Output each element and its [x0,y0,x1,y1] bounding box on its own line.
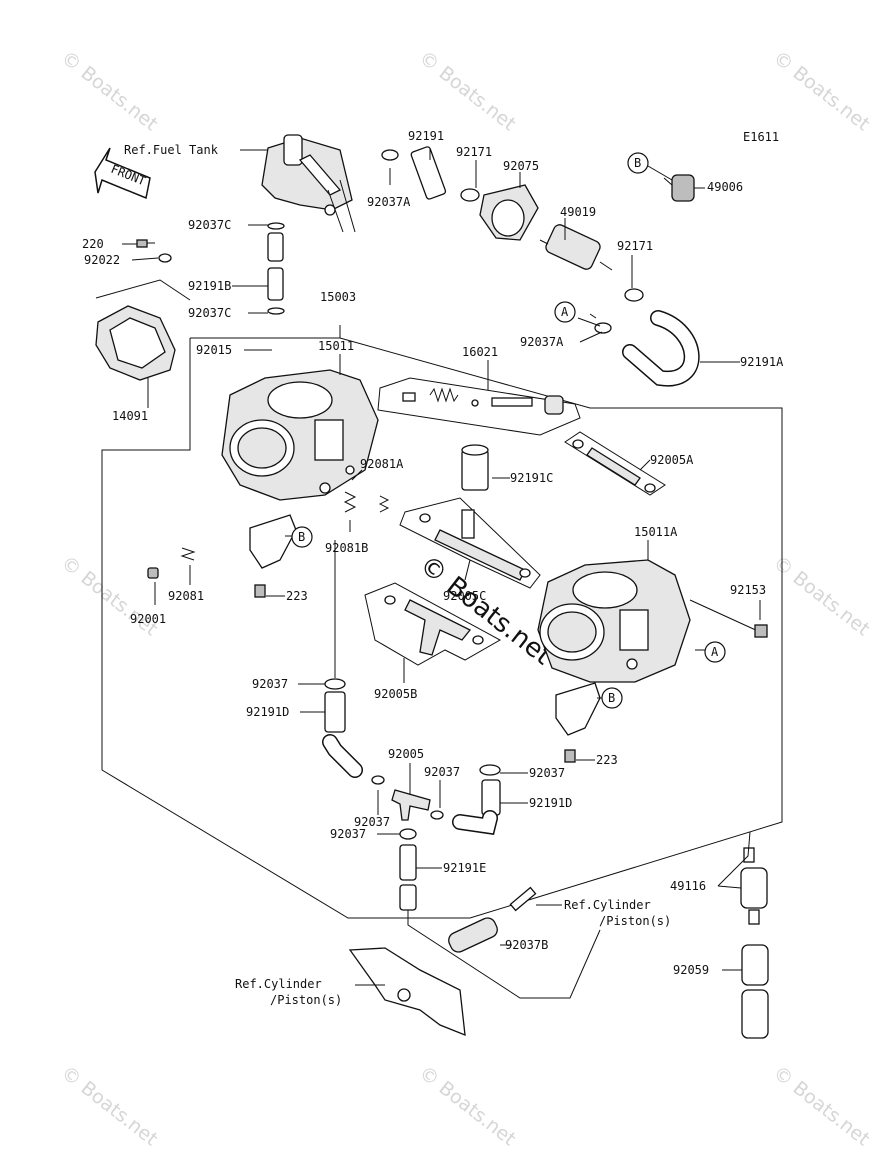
part-label: 92037 [424,765,460,779]
part-label: 92037 [529,766,565,780]
callout-a: A [561,305,569,319]
hose-92191C [461,444,489,491]
part-label: 49006 [707,180,743,194]
part-label: 49019 [560,205,596,219]
callout-b: B [298,530,305,544]
part-label: 92191A [740,355,784,369]
part-label: 92081B [325,541,368,555]
part-label: 92191 [408,129,444,143]
fitting-92005A [564,431,666,496]
part-label: 15011A [634,525,678,539]
part-label: 92191C [510,471,553,485]
part-label: 14091 [112,409,148,423]
part-label: 92191B [188,279,231,293]
part-label: 92037B [505,938,548,952]
part-label: 15011 [318,339,354,353]
part-label: 16021 [462,345,498,359]
part-label: 92037C [188,306,231,320]
carburetor-15011 [221,369,379,501]
ref-piston-lower: /Piston(s) [270,993,342,1007]
part-label: 92191D [529,796,572,810]
part-label: 92037A [367,195,411,209]
fuel-pump [261,134,356,233]
watermark: © Boats.net [769,1062,874,1151]
bracket-left [249,514,297,598]
part-label: 92171 [456,145,492,159]
part-label: 92081 [168,589,204,603]
part-label: 220 [82,237,104,251]
part-label: 92015 [196,343,232,357]
part-label: 92005B [374,687,417,701]
part-label: 49116 [670,879,706,893]
filter-49116 [740,847,768,925]
ref-cylinder-upper: Ref.Cylinder [564,898,651,912]
fitting-92005C [399,497,541,589]
part-label: 92005C [443,589,486,603]
hose-92037B [448,886,537,953]
leader-lines [122,148,761,986]
callout-a-circle [554,301,576,323]
bolt-220 [136,239,172,263]
carburetor-15011A [537,559,768,683]
diagram-code: E1611 [743,130,779,144]
part-label: 92191E [443,861,486,875]
callout-a-circle [704,641,726,663]
part-label: 92037 [252,677,288,691]
cover-14091 [95,305,176,381]
callouts: B A B A B [291,152,726,709]
part-label: 92005A [650,453,694,467]
fuel-line-components [381,146,695,302]
fitting-92005B [364,582,502,666]
callout-b-circle [627,152,649,174]
hose-92191B [267,222,285,315]
hose-92059 [741,944,769,1039]
part-label: 223 [286,589,308,603]
part-label: 92022 [84,253,120,267]
assembly-outline [95,279,783,919]
ref-piston-upper: /Piston(s) [599,914,671,928]
part-label: 15003 [320,290,356,304]
hose-92191A [594,310,700,387]
callout-a: A [711,645,719,659]
callout-b: B [634,156,641,170]
watermark: © Boats.net [57,47,162,136]
center-watermark: © Boats.net [414,550,557,671]
part-label: 92037C [188,218,231,232]
springs [147,491,390,579]
part-label: 223 [596,753,618,767]
part-label: 92081A [360,457,404,471]
part-label: 92037 [354,815,390,829]
watermark: © Boats.net [769,47,874,136]
callout-b-circle [601,687,623,709]
ref-fuel-tank: Ref.Fuel Tank [124,143,219,157]
part-label: 92001 [130,612,166,626]
part-label: 92075 [503,159,539,173]
callout-b: B [608,691,615,705]
part-label: 92153 [730,583,766,597]
bracket-right [555,682,601,763]
cylinder-ref-lower [348,947,466,1037]
part-label: 92037 [330,827,366,841]
reference-labels: Ref.Fuel Tank Ref.Cylinder /Piston(s) Re… [124,143,671,1007]
part-label: 92171 [617,239,653,253]
watermark: © Boats.net [415,47,520,136]
watermark: © Boats.net [57,552,162,641]
part-label: 92059 [673,963,709,977]
watermark: © Boats.net [769,552,874,641]
kit-16021 [377,377,581,436]
part-label: 92191D [246,705,289,719]
watermark: © Boats.net [57,1062,162,1151]
callout-b-circle [291,526,313,548]
watermark: © Boats.net [415,1062,520,1151]
part-labels: 92191 92171 92075 92037A 49006 49019 921… [82,129,784,977]
lower-hoses [322,540,601,999]
ref-cylinder-lower: Ref.Cylinder [235,977,322,991]
part-label: 92037A [520,335,564,349]
part-label: 92005 [388,747,424,761]
